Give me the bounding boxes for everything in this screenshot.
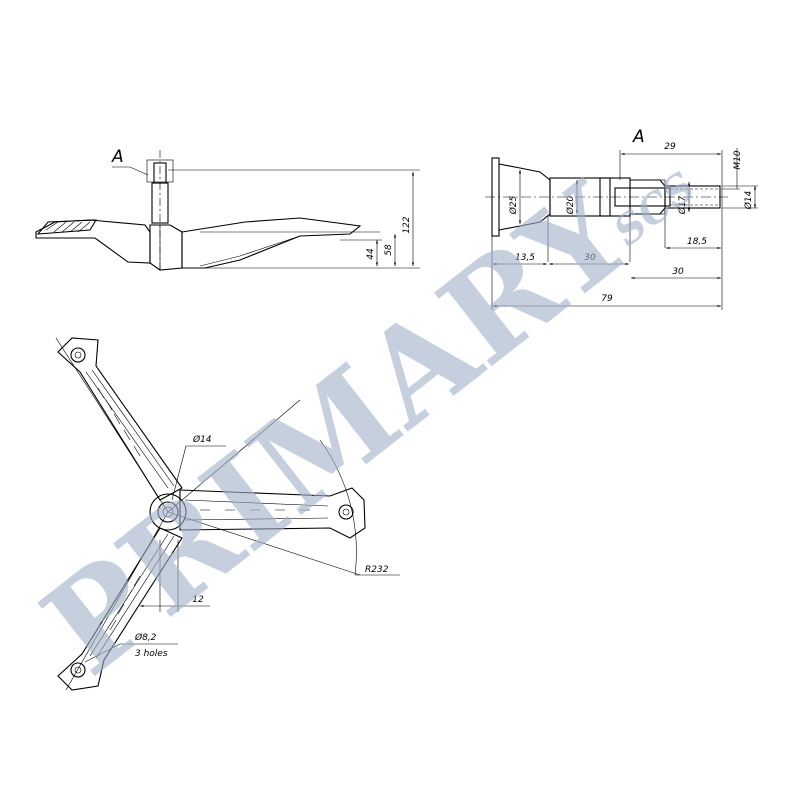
dim-44: 44 xyxy=(366,248,376,260)
dim-30-a: 30 xyxy=(584,253,596,263)
dim-r232: R232 xyxy=(365,565,389,575)
dim-12: 12 xyxy=(192,595,204,605)
side-view: A 122 58 44 xyxy=(35,147,420,271)
dim-122: 122 xyxy=(402,216,412,233)
dim-d14-hub: Ø14 xyxy=(192,434,212,445)
dim-d20: Ø20 xyxy=(565,195,576,215)
spider-arm-upper xyxy=(57,337,183,501)
dim-58: 58 xyxy=(384,244,394,256)
dim-d14-shaft: Ø14 xyxy=(743,190,754,210)
view-a-label-right: A xyxy=(632,127,645,147)
dim-d8-2: Ø8,2 xyxy=(134,632,157,643)
shaft-d25 xyxy=(549,177,611,217)
hub-outer xyxy=(149,493,187,531)
watermark: PRIMARY SCS xyxy=(17,156,705,705)
spider-arm-lower xyxy=(57,527,183,691)
dim-79: 79 xyxy=(601,294,613,304)
hub-inner xyxy=(157,501,179,523)
spider-arm-left xyxy=(35,219,151,264)
holes-note: 3 holes xyxy=(135,649,168,659)
view-a-label-left: A xyxy=(111,147,124,167)
spider-hub-side xyxy=(149,224,183,271)
dim-d17: Ø17 xyxy=(677,195,688,215)
spider-arm-right-top xyxy=(179,487,366,539)
dim-13-5: 13,5 xyxy=(515,253,535,263)
dim-m10: M10 xyxy=(733,150,743,169)
spider-arm-right xyxy=(181,217,362,269)
dim-29: 29 xyxy=(664,142,676,152)
dim-18-5: 18,5 xyxy=(687,237,707,247)
watermark-text: PRIMARY xyxy=(17,156,660,705)
top-view: R232 Ø14 12 Ø8,2 3 holes xyxy=(55,337,400,691)
dim-30-b: 30 xyxy=(672,267,684,277)
dim-d25: Ø25 xyxy=(508,195,519,215)
shaft-detail: A 29 Ø25 Ø20 Ø17 xyxy=(485,127,758,310)
